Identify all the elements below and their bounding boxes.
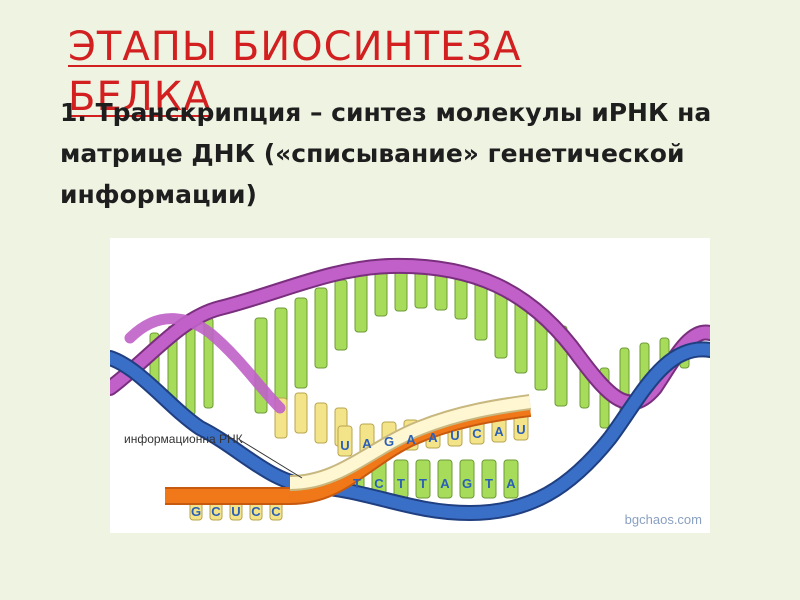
nucleotide-letter: C	[472, 426, 482, 441]
base-pair-bar	[415, 459, 431, 499]
nucleotide-letter: U	[450, 428, 459, 443]
base-pair-bar	[503, 459, 519, 499]
nucleotide-letter: A	[428, 430, 438, 445]
base-pair-bar	[481, 459, 497, 499]
base-pair-bar	[294, 297, 308, 389]
base-pair-bar	[474, 279, 488, 341]
base-pair-bar	[334, 279, 348, 351]
nucleotide-letter: U	[340, 438, 349, 453]
nucleotide-letter: C	[211, 504, 221, 519]
nucleotide-letter: T	[397, 476, 405, 491]
base-pair-bar	[294, 392, 308, 434]
nucleotide-letter: T	[419, 476, 427, 491]
nucleotide-letter: G	[462, 476, 472, 491]
nucleotide-letter: G	[191, 504, 201, 519]
nucleotide-letter: U	[231, 504, 240, 519]
nucleotide-letter: A	[362, 436, 372, 451]
nucleotide-letter: C	[374, 476, 384, 491]
nucleotide-letter: T	[485, 476, 493, 491]
image-credit: bgchaos.com	[624, 512, 702, 527]
nucleotide-letter: T	[353, 476, 361, 491]
nucleotide-letter: C	[251, 504, 261, 519]
base-pair-bar	[459, 459, 475, 499]
base-pair-bar	[185, 319, 196, 416]
base-pair-bar	[437, 459, 453, 499]
nucleotide-letter: A	[506, 476, 516, 491]
nucleotide-letter: C	[271, 504, 281, 519]
mrna-label: информационна РНК	[124, 432, 243, 446]
base-pair-bar	[354, 271, 368, 333]
nucleotide-letter: A	[494, 424, 504, 439]
base-pair-bar	[274, 307, 288, 404]
base-pair-bar	[314, 402, 328, 444]
nucleotide-letter: G	[384, 434, 394, 449]
base-pair-bar	[337, 425, 353, 457]
transcription-definition: 1. Транскрипция – синтез молекулы иРНК н…	[60, 98, 712, 209]
nucleotide-letter: U	[516, 422, 525, 437]
nucleotide-letter: A	[406, 432, 416, 447]
slide-title: ЭТАПЫ БИОСИНТЕЗА БЕЛКА	[68, 24, 522, 120]
base-pair-bar	[314, 287, 328, 369]
dna-base-pairs	[149, 265, 690, 521]
nucleotide-letter: A	[440, 476, 450, 491]
label-leader-line	[239, 439, 303, 479]
